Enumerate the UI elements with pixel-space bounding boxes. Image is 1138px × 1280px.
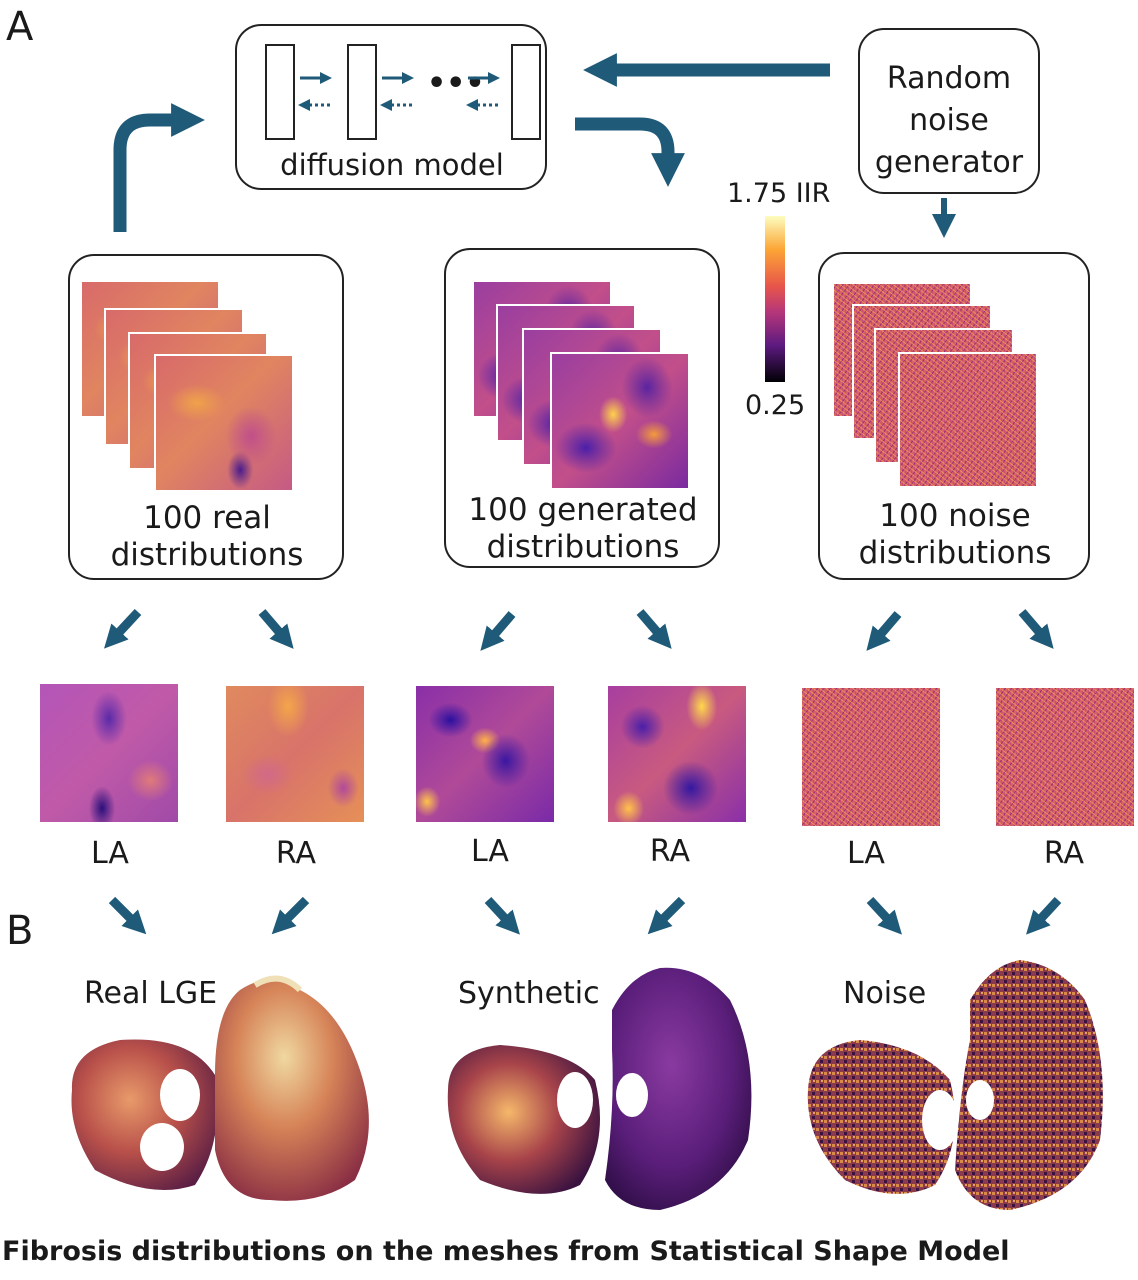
noise-label: Noise xyxy=(843,976,927,1011)
synthetic-label: Synthetic xyxy=(458,976,600,1011)
ra-label: RA xyxy=(649,834,691,869)
ra-generated-map xyxy=(608,686,746,822)
real-lge-label: Real LGE xyxy=(84,976,218,1011)
figure-caption: Fibrosis distributions on the meshes fro… xyxy=(2,1236,1010,1267)
noise-distributions-box: 100 noise distributions xyxy=(818,252,1090,580)
network-layer xyxy=(347,44,377,140)
diffusion-model-label: diffusion model xyxy=(280,148,504,182)
la-noise-map xyxy=(802,688,940,826)
generated-distributions-box: 100 generated distributions xyxy=(444,248,720,568)
ra-real-map xyxy=(226,686,364,822)
noise-distributions-label: 100 noise distributions xyxy=(858,498,1052,571)
arrow-real-to-model xyxy=(113,103,205,232)
real-distributions-label: 100 real distributions xyxy=(110,500,304,573)
ellipsis: ••• xyxy=(427,66,485,101)
network-layer xyxy=(265,44,295,140)
la-label: LA xyxy=(471,834,509,869)
colorbar-min-label: 0.25 xyxy=(745,390,806,421)
real-distributions-box: 100 real distributions xyxy=(68,254,344,580)
la-real-map xyxy=(40,684,178,822)
colorbar-max-label: 1.75 IIR xyxy=(727,178,831,209)
colorbar xyxy=(765,216,785,382)
la-label: LA xyxy=(847,836,885,871)
panel-label-a: A xyxy=(6,4,34,50)
ra-noise-map xyxy=(996,688,1134,826)
ra-label: RA xyxy=(1043,836,1085,871)
generated-distributions-label: 100 generated distributions xyxy=(468,492,698,565)
noise-generator-label: Random noise generator xyxy=(874,61,1024,180)
noise-generator-box: Random noise generator xyxy=(858,28,1040,194)
stack-tile xyxy=(154,354,294,492)
synthetic-mesh xyxy=(447,967,752,1210)
stack-tile xyxy=(550,352,690,490)
diffusion-model-box: ••• diffusion model xyxy=(235,24,547,190)
real-lge-mesh xyxy=(71,975,369,1201)
panel-label-b: B xyxy=(6,908,34,954)
arrow-model-to-generated xyxy=(575,117,685,187)
noise-mesh xyxy=(807,960,1103,1210)
network-layer xyxy=(511,44,541,140)
la-generated-map xyxy=(416,686,554,822)
ra-label: RA xyxy=(275,836,317,871)
la-label: LA xyxy=(91,836,129,871)
stack-tile xyxy=(898,352,1038,488)
